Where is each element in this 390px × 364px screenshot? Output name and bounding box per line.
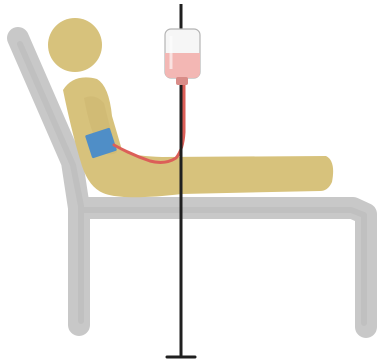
iv-bag [165,29,200,85]
iv-bag-port [176,77,188,85]
patient-head [48,18,102,72]
iv-tube [114,82,184,162]
